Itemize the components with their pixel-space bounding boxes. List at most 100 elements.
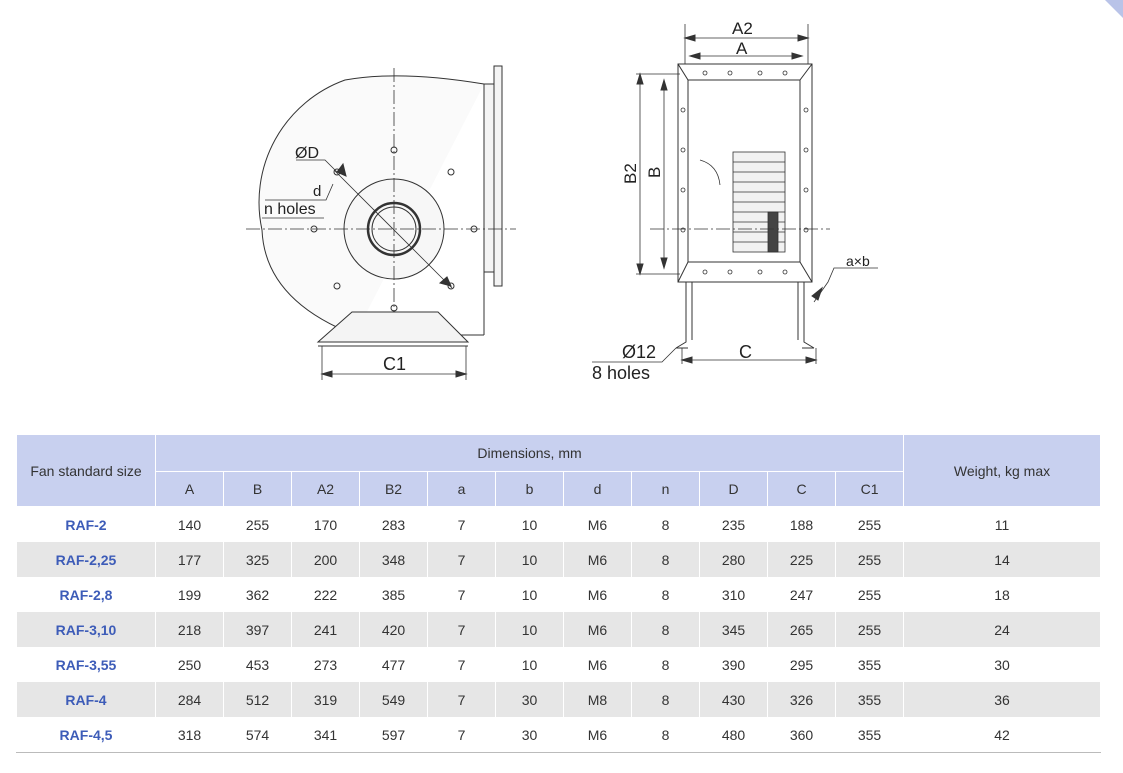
dimension-cell: 170 [291,506,360,542]
dimension-cell: 325 [223,542,292,577]
dimension-cell: M6 [563,647,632,682]
dimension-cell: 8 [631,682,700,717]
label-diameter: ØD [295,145,319,162]
dimension-cell: M6 [563,577,632,612]
col-header: n [631,471,700,507]
dimension-cell: 8 [631,577,700,612]
fan-size-cell: RAF-2,8 [16,577,156,612]
dimension-cell: 247 [767,577,836,612]
dimension-cell: 355 [834,717,905,753]
col-header: a [427,471,496,507]
label-c1: C1 [383,354,406,374]
dimension-cell: 390 [699,647,768,682]
dimension-cell: 7 [427,506,496,542]
col-header: D [699,471,768,507]
dimension-cell: 10 [495,647,564,682]
dimension-cell: 430 [699,682,768,717]
dimension-cell: 177 [155,542,224,577]
dimension-cell: 7 [427,682,496,717]
dimension-cell: 355 [834,682,905,717]
side-view-base [316,311,470,343]
col-header: B2 [359,471,428,507]
dimension-cell: M8 [563,682,632,717]
fan-size-cell: RAF-2,25 [16,542,156,577]
col-header: C [767,471,836,507]
dimension-cell: 255 [834,542,905,577]
side-view [246,65,516,380]
corner-accent [1105,0,1123,18]
label-hole-count: 8 holes [592,363,650,383]
dimension-cell: 574 [223,717,292,753]
dimension-cell: 420 [359,612,428,647]
dimension-cell: 319 [291,682,360,717]
weight-cell: 18 [903,577,1101,612]
dimension-cell: 355 [834,647,905,682]
dimension-cell: 8 [631,612,700,647]
col-header: b [495,471,564,507]
dimension-cell: 7 [427,577,496,612]
dimension-cell: 7 [427,542,496,577]
header-fan-size: Fan standard size [16,434,156,507]
weight-cell: 36 [903,682,1101,717]
dimension-cell: 255 [223,506,292,542]
col-header: B [223,471,292,507]
label-hole-dia: Ø12 [622,342,656,362]
dimension-cell: 199 [155,577,224,612]
dimension-cell: 477 [359,647,428,682]
dimension-cell: 295 [767,647,836,682]
weight-cell: 42 [903,717,1101,753]
dimension-cell: 385 [359,577,428,612]
dimension-cell: 235 [699,506,768,542]
dimension-cell: 10 [495,542,564,577]
dimension-cell: 255 [834,577,905,612]
dimension-cell: 597 [359,717,428,753]
weight-cell: 24 [903,612,1101,647]
label-b: B [645,167,664,178]
dimension-cell: 30 [495,717,564,753]
front-view [592,24,878,364]
dimension-cell: 200 [291,542,360,577]
col-header: A [155,471,224,507]
dimension-cell: 218 [155,612,224,647]
dimension-cell: 10 [495,506,564,542]
dimension-cell: 480 [699,717,768,753]
dimension-cell: 453 [223,647,292,682]
dimension-cell: 362 [223,577,292,612]
dimension-cell: 8 [631,647,700,682]
dimension-cell: 241 [291,612,360,647]
dimension-cell: 7 [427,612,496,647]
fan-size-cell: RAF-2 [16,506,156,542]
dimension-cell: 326 [767,682,836,717]
dimension-cell: 255 [834,612,905,647]
col-header: C1 [834,471,905,507]
side-view-bolt-holes [310,146,478,312]
label-a2: A2 [732,19,753,38]
dimension-cell: 360 [767,717,836,753]
fan-size-cell: RAF-4 [16,682,156,717]
technical-drawing: ØD d n holes C1 [246,19,878,383]
label-b2: B2 [621,163,640,184]
dimension-cell: 549 [359,682,428,717]
label-axb: a×b [846,253,870,269]
dimension-cell: 225 [767,542,836,577]
dimension-cell: M6 [563,542,632,577]
col-header: d [563,471,632,507]
dimension-cell: 8 [631,717,700,753]
dimension-cell: 7 [427,717,496,753]
dimension-cell: 397 [223,612,292,647]
fan-size-cell: RAF-4,5 [16,717,156,753]
dimension-cell: 345 [699,612,768,647]
side-view-outlet-flange [483,83,495,273]
dimensions-table: Fan standard size Dimensions, mm Weight,… [16,434,1101,753]
label-d: d [313,183,321,200]
dimension-cell: 7 [427,647,496,682]
col-header: A2 [291,471,360,507]
label-a: A [736,39,748,58]
label-c: C [739,342,752,362]
dimension-cell: 284 [155,682,224,717]
